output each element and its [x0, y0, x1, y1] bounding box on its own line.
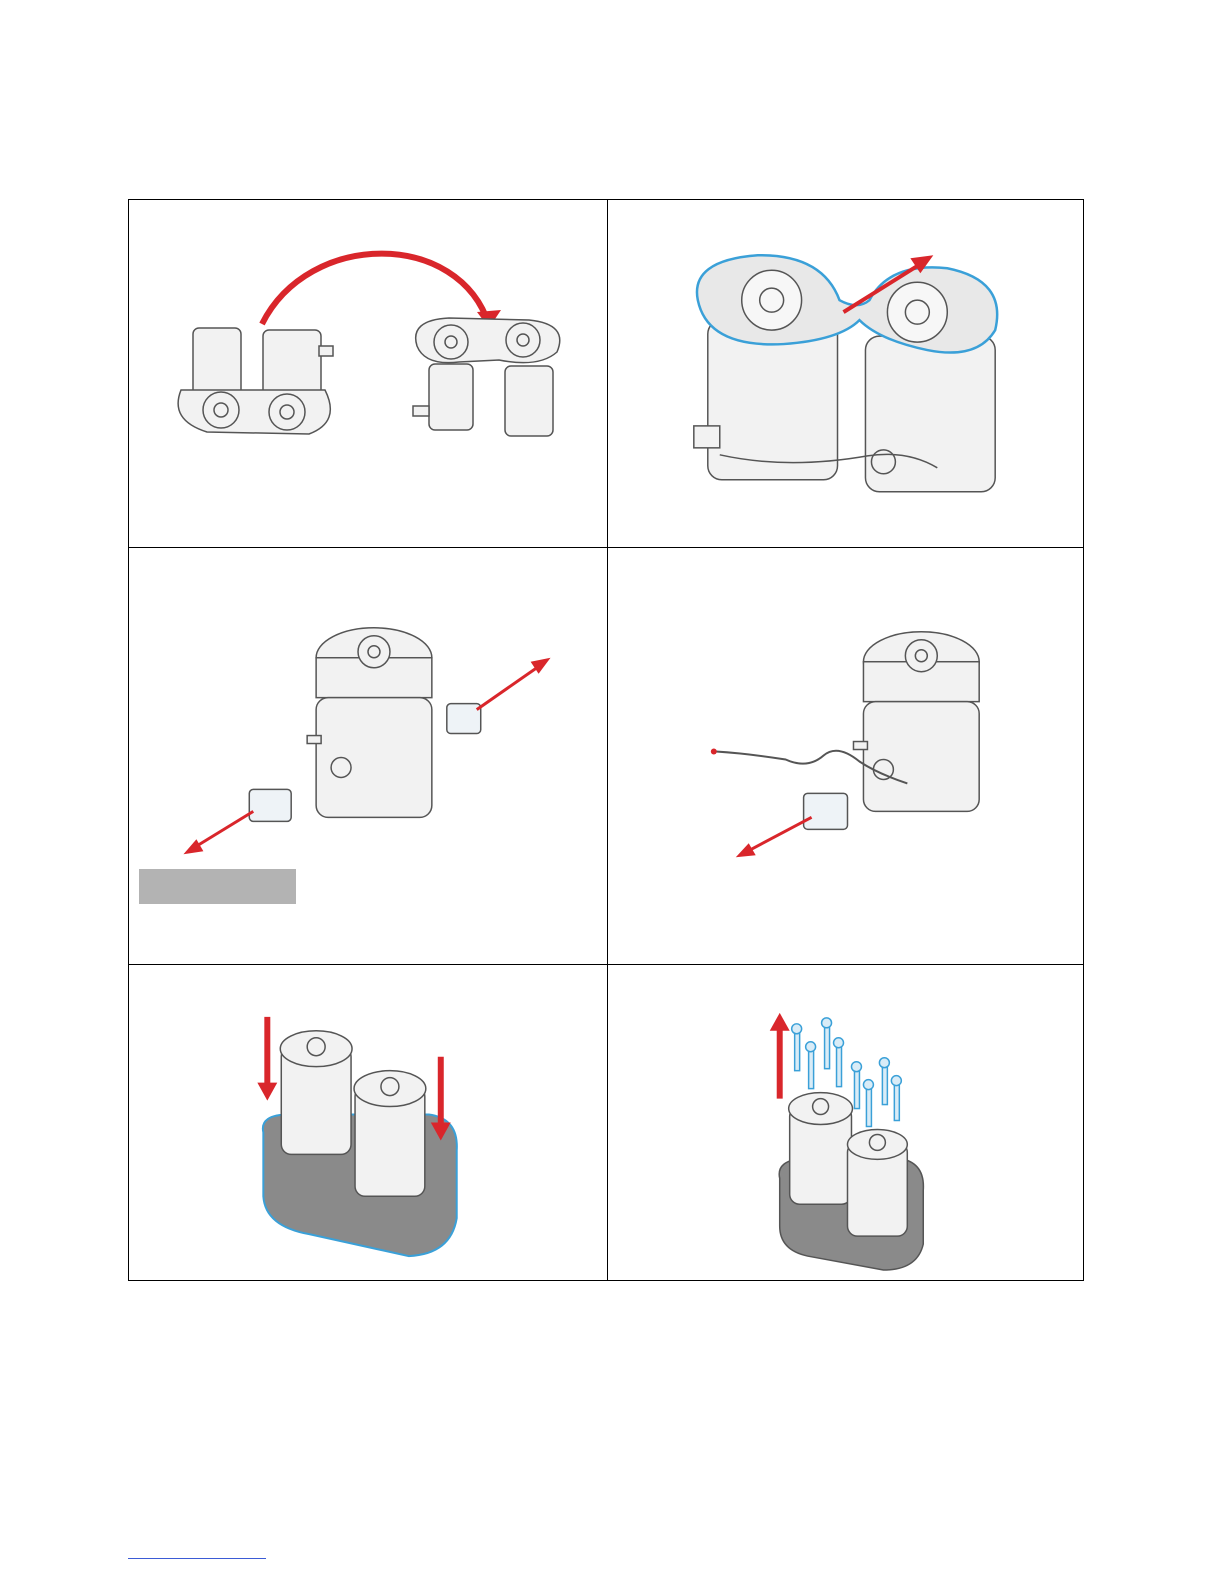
- footer-link-rule[interactable]: [128, 1558, 266, 1559]
- pump-head-flip-illustration: [129, 200, 607, 547]
- step-5-panel: [129, 964, 607, 1281]
- step-3-panel: [129, 547, 607, 964]
- insert-into-holder-illustration: [129, 965, 607, 1281]
- instruction-grid: [128, 199, 1084, 1281]
- caption-box: [139, 869, 296, 904]
- remove-screws-illustration: [608, 965, 1084, 1281]
- step-1-panel: [129, 200, 607, 547]
- remove-wire-and-fitting-illustration: [608, 548, 1084, 964]
- step-4-panel: [607, 547, 1084, 964]
- step-6-panel: [607, 964, 1084, 1281]
- step-2-panel: [607, 200, 1084, 547]
- remove-clamp-plate-illustration: [608, 200, 1084, 547]
